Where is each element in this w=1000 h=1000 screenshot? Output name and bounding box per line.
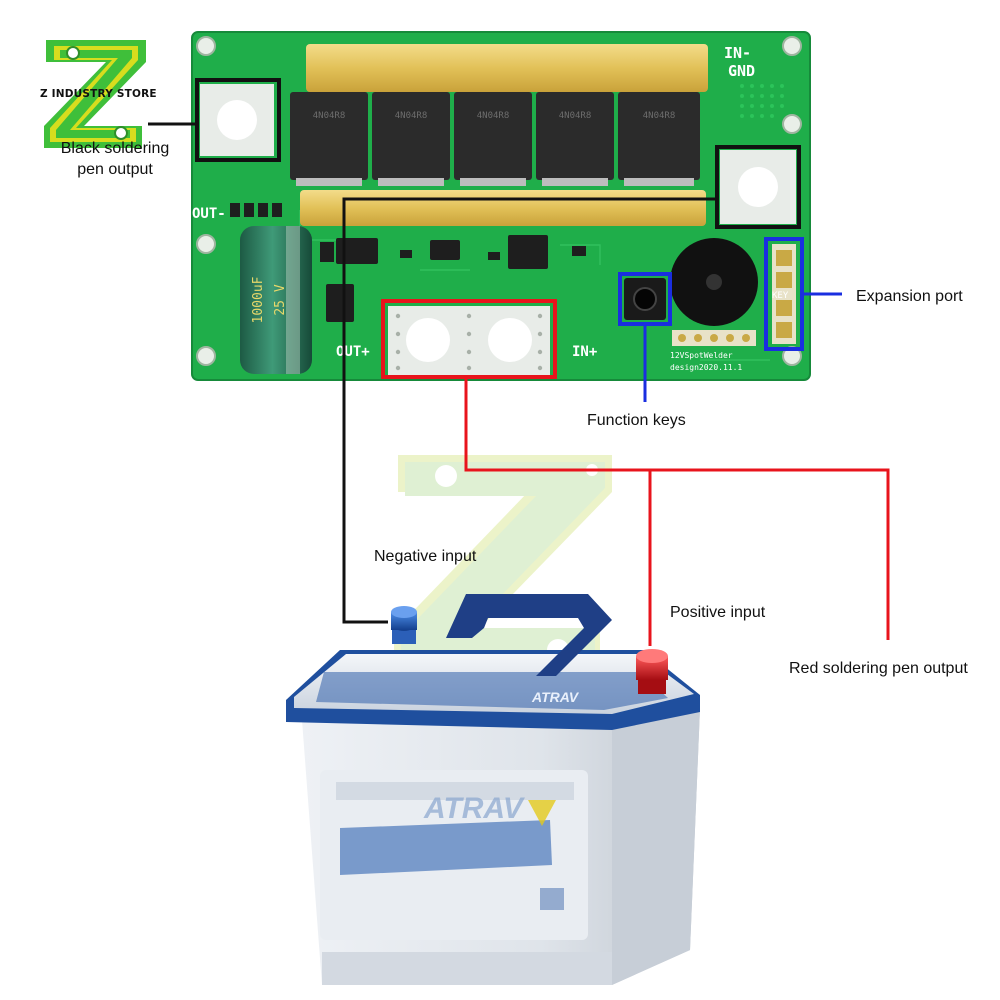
- copper-bus-top: [306, 44, 708, 92]
- solder-pad-in-minus: [738, 167, 778, 207]
- pcb-board: 4N04R8 4N04R8 4N04R8 4N04R8 4N04R8: [191, 31, 811, 381]
- silk-gnd: GND: [728, 62, 755, 80]
- expansion-port-pins: [772, 244, 796, 344]
- black-pen-output-label-line1: Black soldering: [60, 140, 170, 157]
- battery-brand-top: ATRAV: [531, 689, 580, 705]
- positive-input-label: Positive input: [670, 604, 766, 621]
- copper-bus-bottom: [300, 190, 706, 226]
- silk-model: 12VSpotWelder: [670, 351, 733, 360]
- red-pen-output-label: Red soldering pen output: [789, 660, 968, 677]
- mosfet-label: 4N04R8: [477, 111, 510, 121]
- black-wire: [342, 197, 717, 624]
- in-minus-highlight: [715, 145, 801, 229]
- negative-terminal: [391, 606, 417, 644]
- solder-pad-black-output: [217, 100, 257, 140]
- capacitor-value-label: 1000uF: [251, 276, 266, 323]
- black-pen-output-label-line2: pen output: [77, 161, 153, 178]
- store-logo: [44, 40, 146, 148]
- mounting-holes: [196, 36, 802, 366]
- solder-pad-in-plus: [488, 318, 532, 362]
- electrolytic-capacitor: 1000uF 25 V: [240, 226, 312, 374]
- silk-out-plus: OUT+: [336, 344, 370, 360]
- battery-handle: [446, 594, 612, 676]
- store-name: Z INDUSTRY STORE: [40, 88, 157, 100]
- silk-design-date: design2020.11.1: [670, 363, 742, 372]
- mosfet-label: 4N04R8: [559, 111, 592, 121]
- silk-key: KEY: [772, 291, 789, 301]
- car-battery: ATRAV ATRAV: [286, 594, 700, 985]
- mosfet-label: 4N04R8: [395, 111, 428, 121]
- capacitor-voltage-label: 25 V: [273, 284, 288, 315]
- black-pen-output-label: Black soldering pen output: [52, 138, 178, 180]
- expansion-port-label: Expansion port: [856, 288, 963, 305]
- function-key-button[interactable]: [633, 287, 657, 311]
- mosfet-label: 4N04R8: [313, 111, 346, 121]
- red-wire-main: [464, 377, 890, 640]
- silk-in-plus: IN+: [572, 344, 597, 360]
- black-pen-output-highlight: [195, 78, 281, 162]
- mosfet-row: 4N04R8 4N04R8 4N04R8 4N04R8 4N04R8: [290, 92, 700, 186]
- function-keys-label: Function keys: [587, 412, 686, 429]
- silk-out-minus: OUT-: [192, 206, 226, 222]
- positive-pads-highlight: [381, 299, 557, 379]
- negative-input-label: Negative input: [374, 548, 477, 565]
- positive-terminal: [636, 649, 668, 694]
- solder-pad-out-plus: [406, 318, 450, 362]
- silk-in-minus: IN-: [724, 44, 751, 62]
- mosfet-label: 4N04R8: [643, 111, 676, 121]
- battery-brand-front: ATRAV: [423, 792, 526, 825]
